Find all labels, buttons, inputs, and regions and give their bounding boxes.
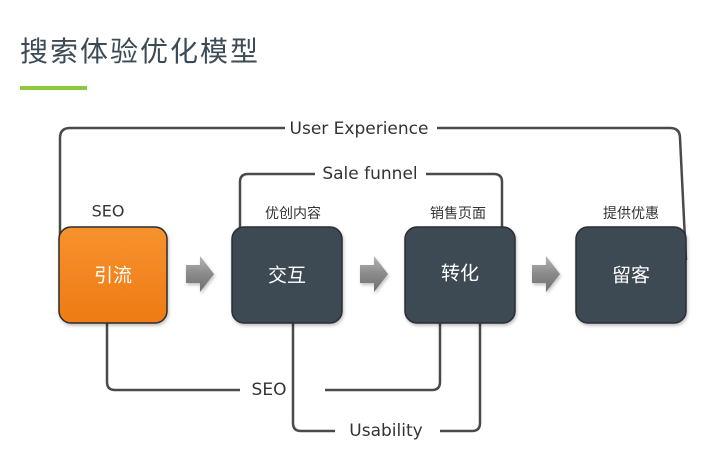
usability-line-left <box>291 318 335 433</box>
sale-funnel-label: Sale funnel <box>322 164 417 184</box>
seo-bottom-label: SEO <box>252 380 287 400</box>
title-underline <box>20 86 87 90</box>
stage-caption-3: 销售页面 <box>430 206 486 222</box>
stage-name-4: 留客 <box>612 265 650 287</box>
stage-caption-4: 提供优惠 <box>603 206 659 222</box>
seo-top-label: SEO <box>92 202 125 221</box>
stage-name-3: 转化 <box>441 263 479 285</box>
usability-label: Usability <box>349 421 422 441</box>
stage-box-2: 交互 <box>231 226 343 324</box>
stage-box-4: 留客 <box>575 226 687 324</box>
user-experience-line-left <box>58 126 285 240</box>
right-arrow-icon <box>532 256 560 292</box>
user-experience-line-right <box>437 126 688 261</box>
sale-funnel-line-left <box>238 172 315 235</box>
right-arrow-icon <box>360 256 388 292</box>
stage-box-3: 转化 <box>404 226 516 324</box>
stage-name-1: 引流 <box>94 265 132 287</box>
page-title: 搜索体验优化模型 <box>20 35 261 68</box>
usability-line-right <box>440 318 482 433</box>
seo-bottom-line-left <box>105 318 240 392</box>
sale-funnel-line-right <box>426 172 504 235</box>
seo-bottom-line-right <box>325 318 442 392</box>
user-experience-label: User Experience <box>290 119 429 139</box>
right-arrow-icon <box>186 256 214 292</box>
stage-box-1: 引流 <box>58 226 168 324</box>
stage-name-2: 交互 <box>268 265 306 287</box>
stage-caption-2: 优创内容 <box>265 205 321 222</box>
